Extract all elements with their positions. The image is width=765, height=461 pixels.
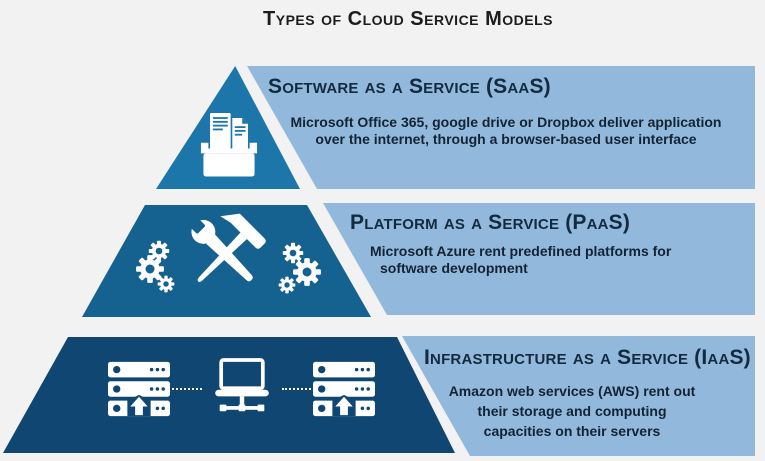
description-line: their storage and computing bbox=[477, 403, 667, 419]
saas-heading: Software as a Service (SaaS) bbox=[268, 75, 551, 98]
hammer-wrench-gears-icon bbox=[188, 213, 266, 282]
paas-description: Microsoft Azure rent predefined platform… bbox=[370, 243, 671, 277]
server-rack-icon bbox=[313, 361, 375, 417]
description-line: Amazon web services (AWS) rent out bbox=[448, 383, 696, 399]
dotted-connector-line bbox=[172, 388, 202, 390]
gear-icon bbox=[293, 258, 321, 286]
network-computer-icon bbox=[215, 358, 269, 412]
description-line: capacities on their servers bbox=[483, 423, 661, 439]
paas-text-band bbox=[323, 203, 755, 315]
description-line: software development bbox=[380, 260, 528, 276]
saas-description: Microsoft Office 365, google drive or Dr… bbox=[260, 114, 752, 148]
description-line: Microsoft Office 365, google drive or Dr… bbox=[290, 114, 722, 130]
paas-heading: Platform as a Service (PaaS) bbox=[350, 211, 631, 234]
iaas-text-band bbox=[402, 336, 755, 456]
gear-icon bbox=[278, 276, 296, 294]
saas-text-band bbox=[247, 66, 755, 189]
iaas-heading: Infrastructure as a Service (IaaS) bbox=[424, 346, 751, 369]
gear-icon bbox=[157, 275, 175, 293]
server-rack-icon bbox=[108, 361, 170, 417]
iaas-description: Amazon web services (AWS) rent out their… bbox=[412, 381, 732, 441]
folder-documents-icon bbox=[200, 113, 258, 177]
page-title: Types of Cloud Service Models bbox=[263, 8, 553, 30]
description-line: Microsoft Azure rent predefined platform… bbox=[370, 243, 672, 259]
dotted-connector-line bbox=[282, 388, 311, 390]
description-line: over the internet, through a browser-bas… bbox=[315, 131, 697, 147]
